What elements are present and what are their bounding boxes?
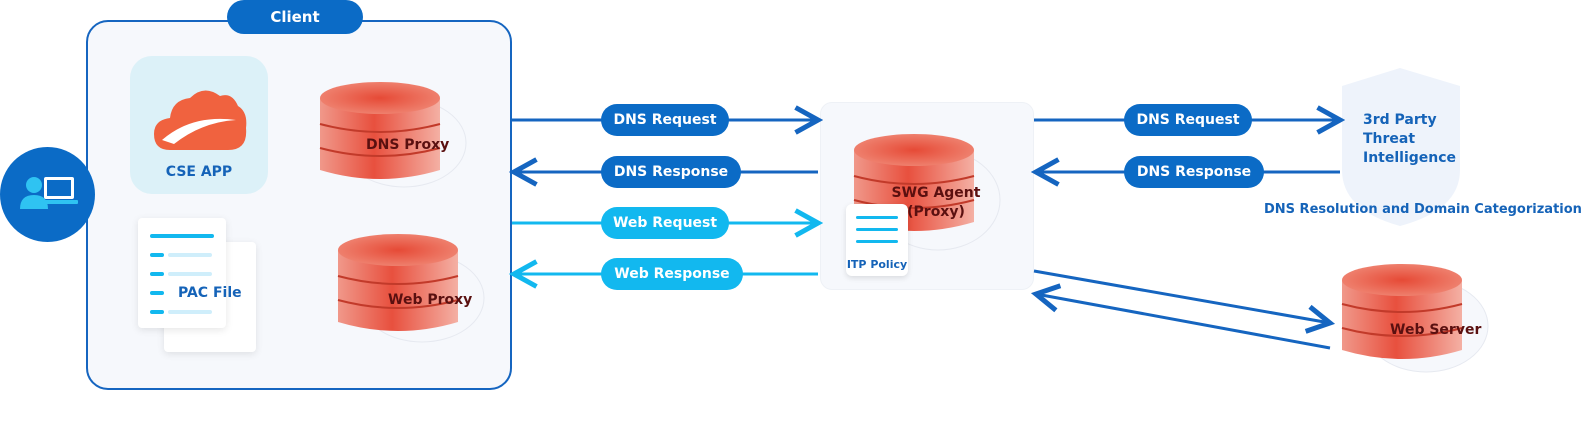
third-party-line2: Threat xyxy=(1363,131,1416,147)
web-server-label: Web Server xyxy=(1390,322,1482,338)
cse-app-card: CSE APP xyxy=(130,56,268,194)
dns-response-pill-right: DNS Response xyxy=(1124,156,1264,188)
third-party-label: 3rd Party Threat Intelligence xyxy=(1363,111,1456,168)
dns-proxy-database-icon xyxy=(319,82,467,188)
pac-file-label: PAC File xyxy=(178,285,242,301)
dns-response-pill-left: DNS Response xyxy=(601,156,741,188)
web-response-pill: Web Response xyxy=(601,258,743,290)
swg-agent-label-line1: SWG Agent xyxy=(891,185,981,201)
cse-app-label: CSE APP xyxy=(165,164,233,180)
pac-file-icon xyxy=(138,218,226,328)
dns-resolution-caption: DNS Resolution and Domain Categorization xyxy=(1264,202,1582,217)
dns-proxy-label: DNS Proxy xyxy=(366,137,450,153)
itp-policy-card: ITP Policy xyxy=(846,204,908,276)
web-proxy-label: Web Proxy xyxy=(388,292,473,308)
client-title: Client xyxy=(227,0,363,34)
dns-request-pill-left: DNS Request xyxy=(601,104,729,136)
web-request-pill: Web Request xyxy=(601,207,729,239)
third-party-line3: Intelligence xyxy=(1363,150,1457,166)
swg-agent-label: SWG Agent (Proxy) xyxy=(880,184,992,222)
webserver-to-swg-arrow xyxy=(1036,294,1331,350)
itp-policy-label: ITP Policy xyxy=(846,258,908,271)
swg-agent-label-line2: (Proxy) xyxy=(907,204,965,220)
cloud-icon xyxy=(154,90,247,150)
dns-request-pill-right: DNS Request xyxy=(1124,104,1252,136)
web-server-database-icon xyxy=(1341,264,1489,373)
user-icon xyxy=(0,147,95,242)
third-party-line1: 3rd Party xyxy=(1363,112,1437,128)
swg-to-webserver-arrow xyxy=(1033,269,1330,323)
web-proxy-database-icon xyxy=(337,234,485,343)
document-lines-icon xyxy=(856,216,898,243)
shield-icon xyxy=(1342,68,1460,226)
